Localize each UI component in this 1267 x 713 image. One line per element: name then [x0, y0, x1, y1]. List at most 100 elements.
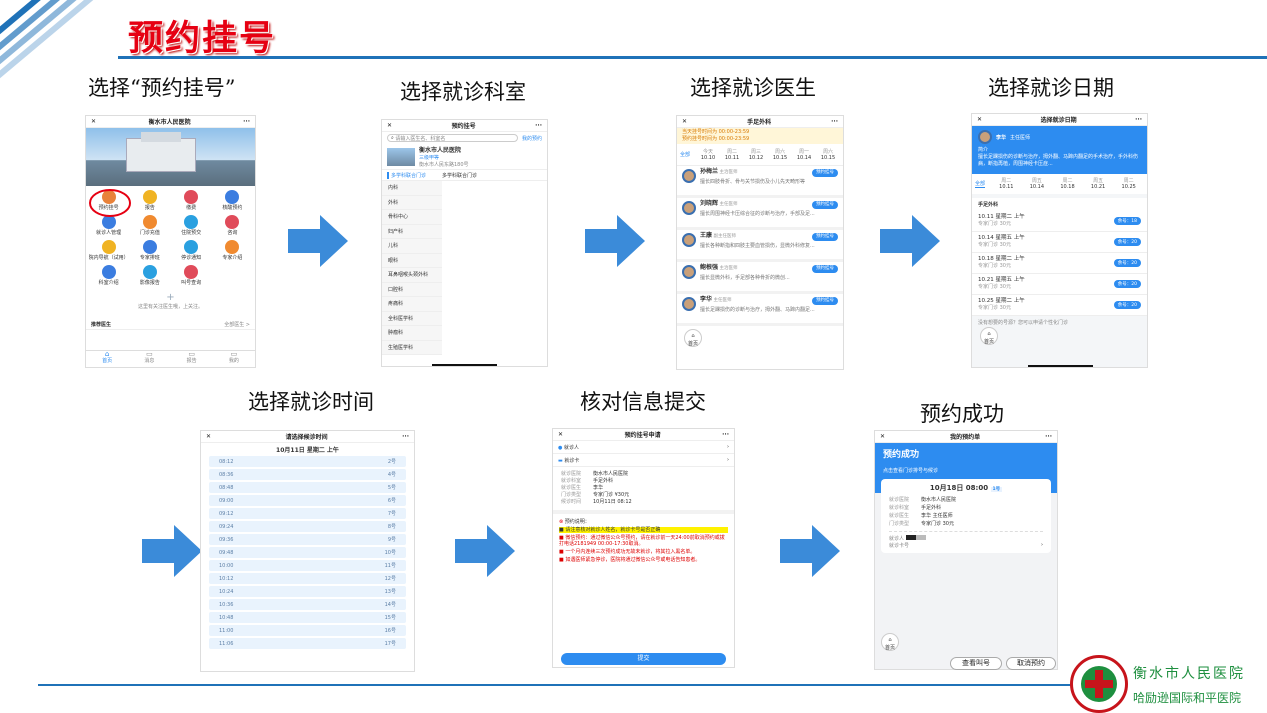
tab-mdt-right[interactable]: 多学科联合门诊 [442, 172, 478, 179]
close-icon[interactable]: ✕ [682, 118, 688, 125]
department-item[interactable]: 全科医学科 [382, 311, 442, 326]
chevron-right-icon[interactable]: › [1041, 542, 1043, 548]
department-item[interactable]: 耳鼻咽喉头颈外科 [382, 268, 442, 283]
department-item[interactable]: 疼痛科 [382, 297, 442, 312]
slot-item[interactable]: 10.11 星期二 上午专家门诊 30元余号：18 [972, 211, 1147, 232]
department-item[interactable]: 口腔科 [382, 282, 442, 297]
nav-item[interactable]: ▭消息 [128, 351, 170, 367]
book-button[interactable]: 预约挂号 [812, 233, 838, 241]
remaining-button[interactable]: 余号：20 [1113, 280, 1141, 288]
department-item[interactable]: 肿瘤科 [382, 326, 442, 341]
remaining-button[interactable]: 余号：20 [1113, 238, 1141, 246]
function-item[interactable]: 核酸预约 [212, 190, 253, 211]
book-button[interactable]: 预约挂号 [812, 201, 838, 209]
department-item[interactable]: 外科 [382, 195, 442, 210]
book-button[interactable]: 预约挂号 [812, 169, 838, 177]
book-button[interactable]: 预约挂号 [812, 265, 838, 273]
close-icon[interactable]: ✕ [91, 118, 97, 125]
more-icon[interactable]: ··· [1045, 433, 1052, 440]
chevron-right-icon[interactable]: › [727, 444, 729, 450]
nav-item[interactable]: ▭报告 [171, 351, 213, 367]
close-icon[interactable]: ✕ [880, 433, 886, 440]
more-icon[interactable]: ··· [722, 431, 729, 438]
department-item[interactable]: 眼科 [382, 253, 442, 268]
doctor-item[interactable]: 李华 主任医师预约挂号擅长足踝损伤的诊断与治疗，拇外翻、马蹄内翻足... [677, 294, 843, 326]
function-item[interactable]: 影像报告 [129, 265, 170, 286]
date-tab-all[interactable]: 全部 [680, 152, 691, 158]
tab-mdt-left[interactable]: 多学科联合门诊 [387, 171, 426, 179]
nav-item[interactable]: ⌂首页 [86, 351, 128, 367]
function-item[interactable]: 院内导航（试用） [88, 240, 129, 261]
more-icon[interactable]: ··· [1135, 116, 1142, 123]
department-item[interactable]: 儿科 [382, 239, 442, 254]
slot-item[interactable]: 10.18 星期二 上午专家门诊 30元余号：20 [972, 253, 1147, 274]
doctor-item[interactable]: 王康 副主任医师预约挂号擅长各种断指和四肢主要血管损伤，显微外科修复... [677, 230, 843, 262]
department-item[interactable]: 内科 [382, 181, 442, 196]
function-item[interactable]: 门诊充值 [129, 215, 170, 236]
close-icon[interactable]: ✕ [977, 116, 983, 123]
function-item[interactable]: 专家介绍 [212, 240, 253, 261]
slot-item[interactable]: 10.25 星期二 上午专家门诊 30元余号：20 [972, 295, 1147, 316]
cancel-appointment-button[interactable]: 取消预约 [1006, 657, 1056, 670]
add-icon[interactable]: + [166, 292, 175, 303]
more-icon[interactable]: ··· [535, 122, 542, 129]
function-item[interactable]: 住院预交 [171, 215, 212, 236]
home-float-button[interactable]: ⌂首页 [684, 329, 702, 347]
function-item[interactable]: 报告 [129, 190, 170, 211]
function-item[interactable]: 就诊人管理 [88, 215, 129, 236]
function-item[interactable]: 停诊通知 [171, 240, 212, 261]
function-item[interactable]: 咨询 [212, 215, 253, 236]
function-item[interactable]: 缴费 [171, 190, 212, 211]
doctor-item[interactable]: 刘晓辉 主任医师预约挂号擅长周围神经卡压综合征的诊断与治疗，手部及足... [677, 198, 843, 230]
function-item[interactable]: 预约挂号 [88, 190, 129, 211]
close-icon[interactable]: ✕ [387, 122, 393, 129]
remaining-button[interactable]: 余号：20 [1113, 301, 1141, 309]
home-float-button[interactable]: ⌂首页 [881, 633, 899, 651]
slot-item[interactable]: 10.21 星期五 上午专家门诊 30元余号：20 [972, 274, 1147, 295]
all-doctors-link[interactable]: 全部医生 > [224, 322, 250, 328]
home-float-button[interactable]: ⌂首页 [980, 327, 998, 345]
date-tab-all[interactable]: 全部 [975, 181, 986, 188]
doctor-item[interactable]: 鲍根强 主治医师预约挂号擅长显微外科，手足部各种骨折的微创... [677, 262, 843, 294]
department-item[interactable]: 生殖医学科 [382, 340, 442, 355]
chevron-right-icon[interactable]: › [727, 457, 729, 463]
nav-item[interactable]: ▭我的 [213, 351, 255, 367]
book-button[interactable]: 预约挂号 [812, 297, 838, 305]
function-item[interactable]: 专家排班 [129, 240, 170, 261]
doctor-item[interactable]: 孙梅兰 主治医师预约挂号擅长四肢骨折、骨与关节损伤及小儿先天畸形等 [677, 166, 843, 198]
search-input[interactable]: ⌕ 请输入医生名、科室名 [387, 134, 518, 142]
more-icon[interactable]: ··· [243, 118, 250, 125]
remaining-button[interactable]: 余号：20 [1113, 259, 1141, 267]
slot-item[interactable]: 10.14 星期五 上午专家门诊 30元余号：20 [972, 232, 1147, 253]
department-item[interactable]: 妇产科 [382, 224, 442, 239]
submit-button[interactable]: 提交 [561, 653, 726, 665]
function-item[interactable]: 科室介绍 [88, 265, 129, 286]
my-appointment-link[interactable]: 我的预约 [521, 135, 542, 142]
view-queue-button[interactable]: 查看叫号 [950, 657, 1002, 670]
